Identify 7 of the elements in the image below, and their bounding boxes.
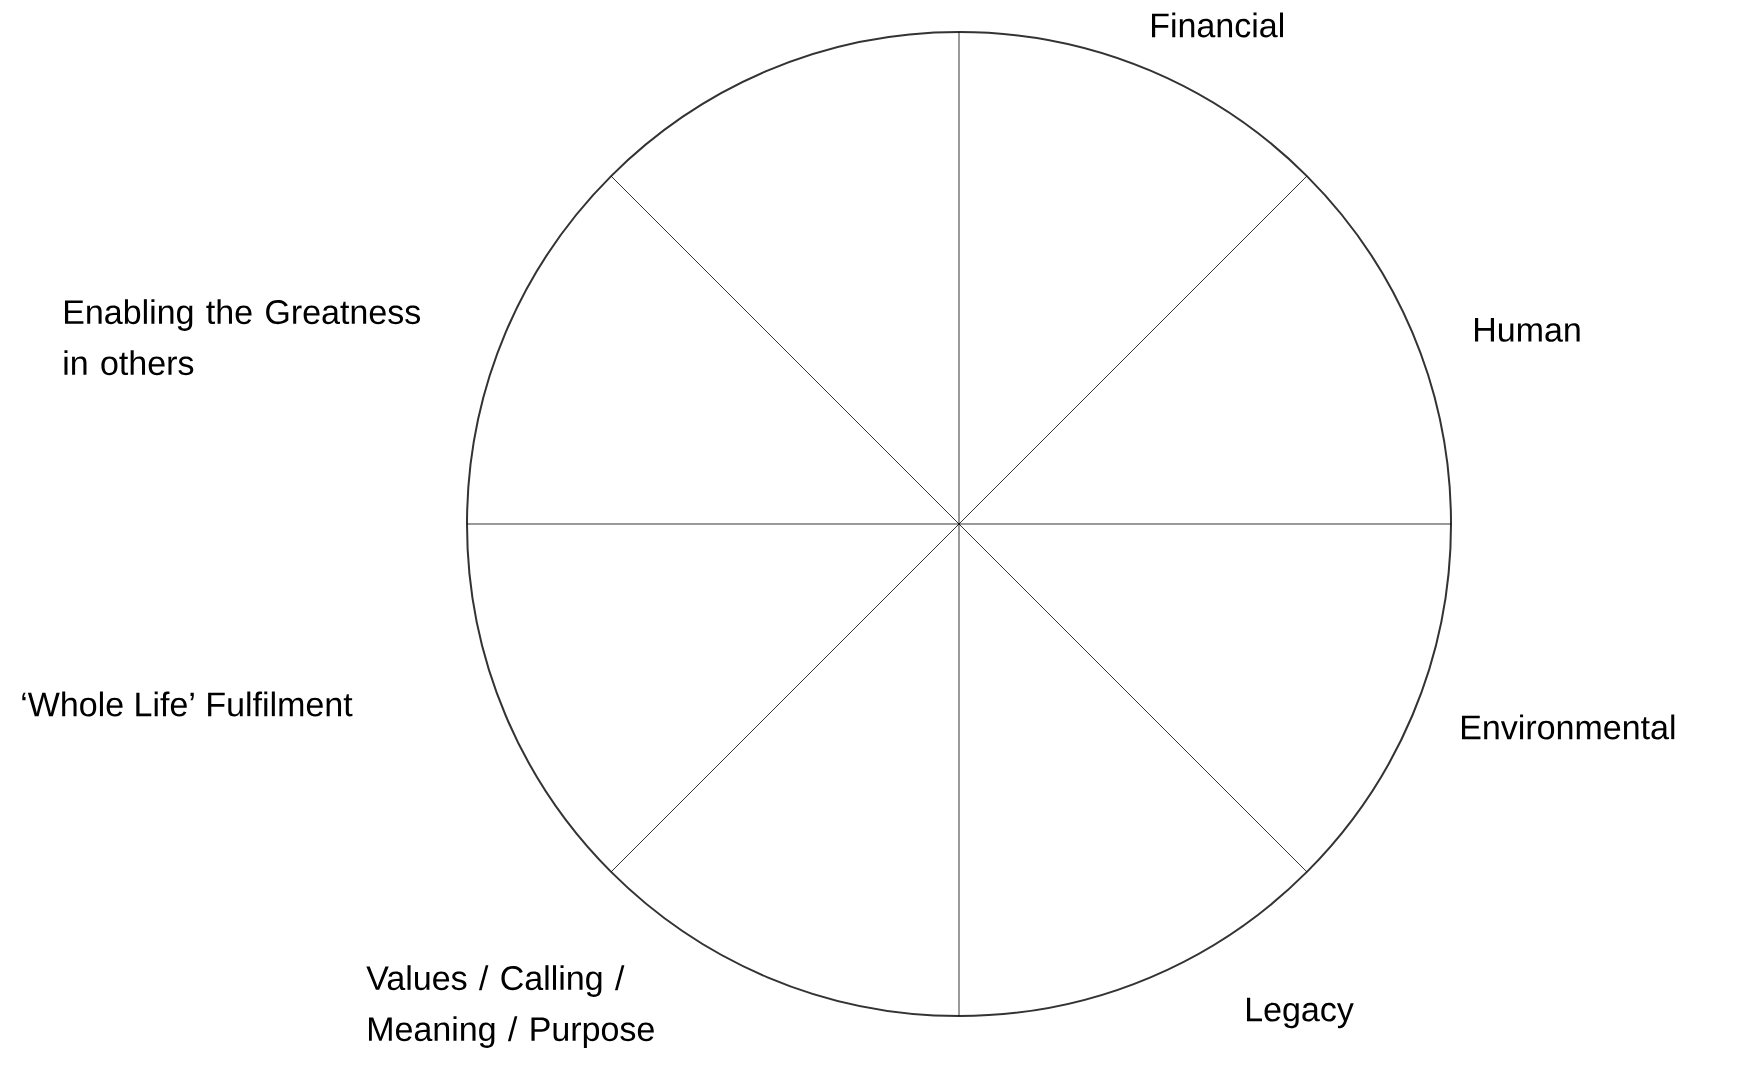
- segment-label: Environmental: [1462, 714, 1675, 740]
- segment-label: ‘Whole Life’ Fulfilment: [22, 691, 353, 717]
- segment-label: Human: [1475, 318, 1580, 342]
- segment-label: Financial: [1152, 12, 1283, 38]
- segment-label: Legacy: [1247, 997, 1354, 1029]
- segment-label: Enabling the Greatness in others: [64, 299, 420, 376]
- segment-label: Values / Calling / Meaning / Purpose: [366, 965, 654, 1048]
